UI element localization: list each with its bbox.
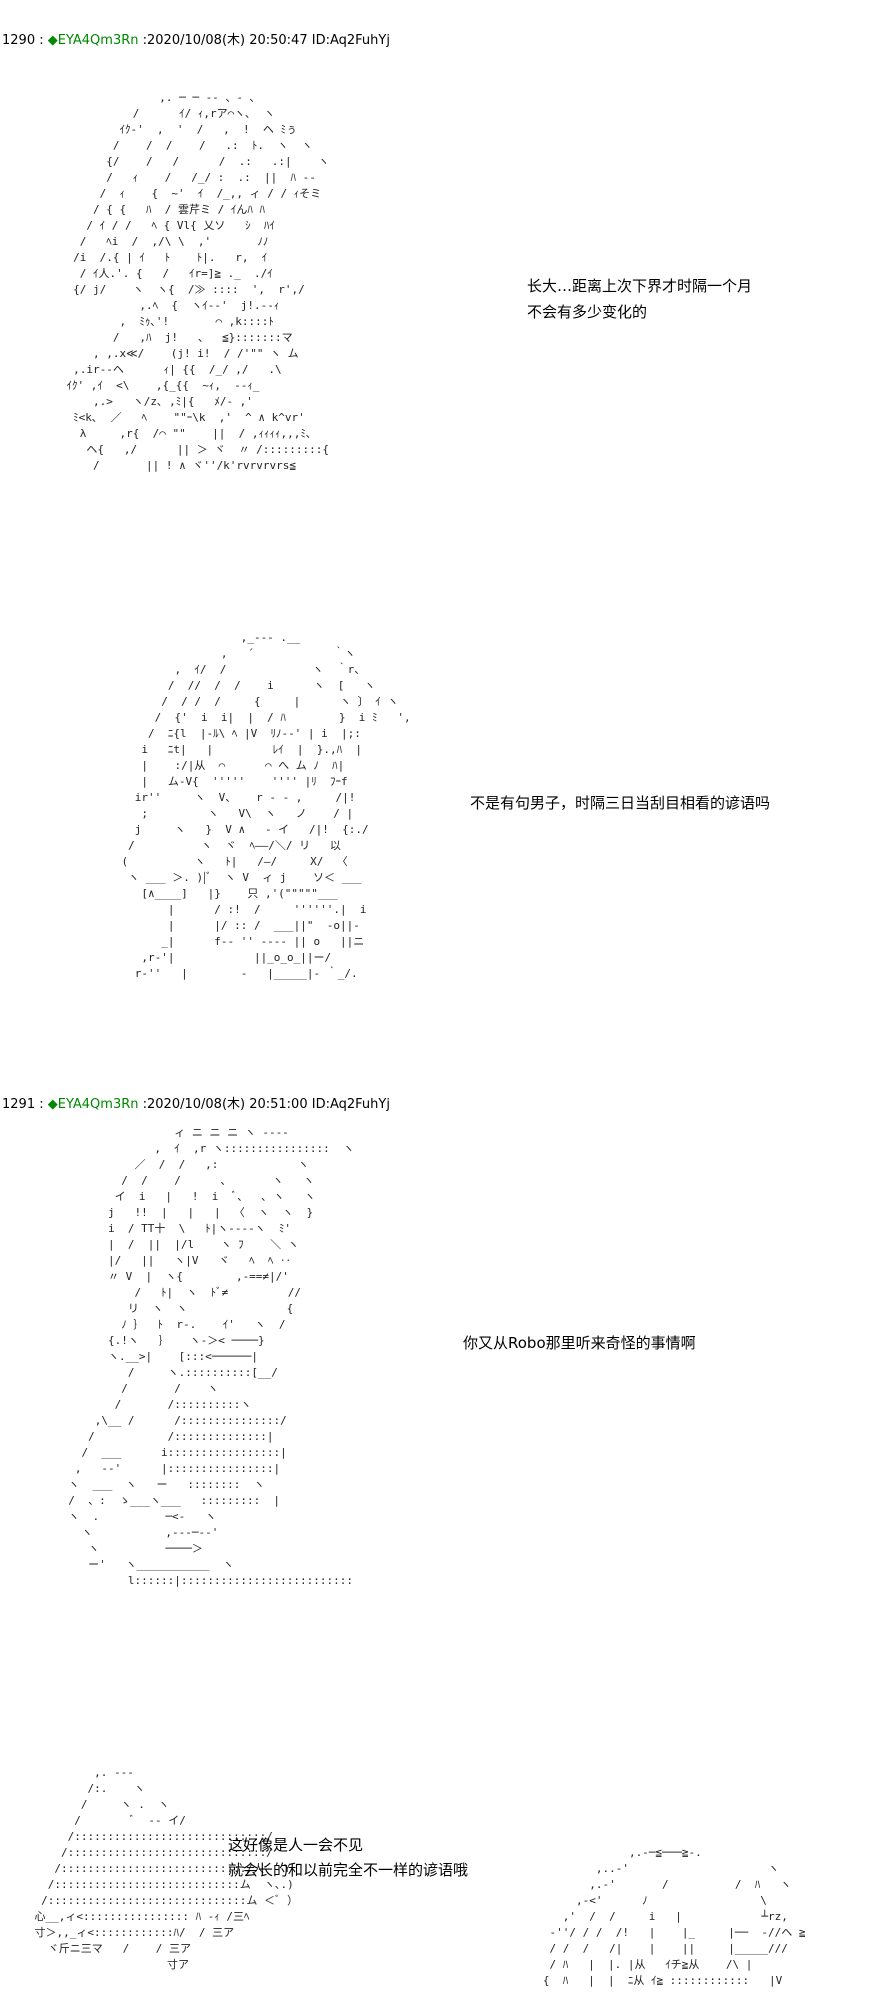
post-separator: : <box>35 33 48 48</box>
post-meta: :2020/10/08(木) 20:51:00 ID:Aq2FuhYj <box>138 1097 390 1112</box>
post-meta: :2020/10/08(木) 20:50:47 ID:Aq2FuhYj <box>138 33 390 48</box>
dialog-line: 你又从Robo那里听来奇怪的事情啊 <box>463 1334 696 1352</box>
post-header: 1290 : ◆EYA4Qm3Rn :2020/10/08(木) 20:50:4… <box>2 33 390 49</box>
dialog-line: 就会长的和以前完全不一样的谚语哦 <box>228 1861 469 1879</box>
ascii-art-character-4: ,. -‐- /:. ヽ / ヽ . ヽ / ﾞ ‐‐ イ/ /::::::::… <box>34 1766 299 1971</box>
dialog-line: 这好像是人一会不见 <box>228 1836 364 1854</box>
ascii-art-girl-1: ,. ─ ─ -‐ 、- ､ / ｲ/ ｨ,rア⌒ヽ､ ヽ ｲｸ‐' , ' /… <box>66 91 330 472</box>
ascii-art-girl-2: ,_--- .__ , ´ ｀ヽ , ｲ/ / ヽ ｀r、 / // / / i… <box>121 631 411 980</box>
ascii-art-character-5: ,.-─≦───≧-. ,..-' ヽ ,.-' / / ﾊ ヽ ,-<' ﾉ … <box>542 1846 806 1987</box>
poster-trip[interactable]: ◆EYA4Qm3Rn <box>47 33 139 48</box>
ascii-art-girl-3: ィ ニ ニ ニ ヽ ---- , ｲ ,r ヽ:::::::::::::::: … <box>68 1126 355 1587</box>
poster-trip[interactable]: ◆EYA4Qm3Rn <box>47 1097 139 1112</box>
dialog-line: 长大…距离上次下界才时隔一个月 <box>527 277 753 295</box>
post-number: 1290 <box>2 33 36 48</box>
dialog-line: 不是有句男子，时隔三日当刮目相看的谚语吗 <box>470 794 771 812</box>
post-number: 1291 <box>2 1097 36 1112</box>
dialog-line: 不会有多少变化的 <box>527 303 648 321</box>
post-separator: : <box>35 1097 48 1112</box>
post-header: 1291 : ◆EYA4Qm3Rn :2020/10/08(木) 20:51:0… <box>2 1097 390 1113</box>
